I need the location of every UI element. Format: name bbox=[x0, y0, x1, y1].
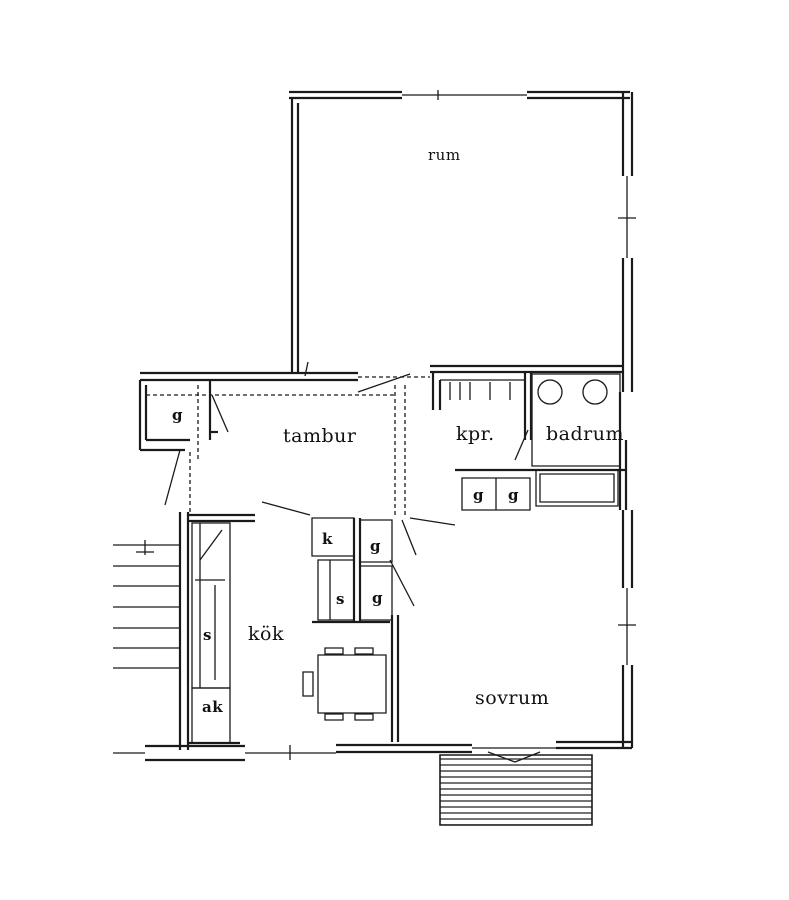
entry-walls bbox=[140, 380, 405, 515]
label-s-mid: s bbox=[336, 590, 345, 608]
label-tambur: tambur bbox=[283, 425, 357, 447]
bottom-wall bbox=[113, 745, 556, 762]
living-room-walls bbox=[289, 90, 636, 392]
label-g-kpr-1: g bbox=[473, 486, 484, 504]
middle-partition bbox=[140, 362, 623, 392]
label-s-kitchen: s bbox=[203, 626, 212, 644]
label-k: k bbox=[322, 530, 333, 548]
bedroom-walls bbox=[556, 510, 636, 748]
bathroom bbox=[532, 374, 626, 510]
room-labels: rum tambur kpr. badrum kök sovrum bbox=[248, 146, 624, 709]
balcony bbox=[440, 755, 592, 825]
label-g-entry: g bbox=[172, 406, 183, 424]
stairs bbox=[113, 540, 180, 668]
kitchen-walls bbox=[180, 502, 455, 750]
label-g-mid-2: g bbox=[372, 589, 383, 607]
label-ak: ak bbox=[202, 698, 223, 716]
label-rum: rum bbox=[428, 146, 461, 164]
label-g-mid-1: g bbox=[370, 537, 381, 555]
label-kok: kök bbox=[248, 623, 284, 645]
label-kpr: kpr. bbox=[456, 423, 495, 445]
label-badrum: badrum bbox=[546, 423, 624, 445]
label-sovrum: sovrum bbox=[475, 687, 549, 709]
label-g-kpr-2: g bbox=[508, 486, 519, 504]
fixture-labels: g g g k s g g s ak bbox=[172, 406, 519, 716]
